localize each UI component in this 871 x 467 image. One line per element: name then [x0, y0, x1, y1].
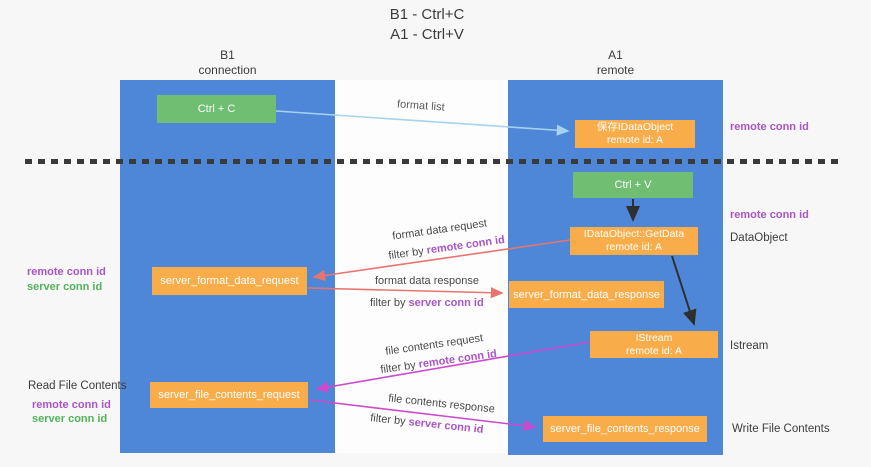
left-server-conn-id-label-2: server conn id: [32, 413, 108, 425]
node-server-file-contents-response: server_file_contents_response: [543, 416, 707, 442]
node-server-file-contents-request: server_file_contents_request: [150, 382, 308, 408]
node-server-format-data-response: server_format_data_response: [509, 281, 664, 308]
write-file-contents-label: Write File Contents: [732, 423, 830, 435]
format-data-response-label: format data response: [375, 275, 479, 287]
lane-a1-name: A1: [608, 48, 623, 62]
server-format-data-request-label: server_format_data_request: [160, 275, 299, 287]
node-istream: IStream remote id: A: [590, 331, 718, 358]
right-remote-conn-id-mid: remote conn id: [730, 209, 809, 221]
lane-b1-name: B1: [220, 48, 235, 62]
dashed-separator-line: [25, 159, 838, 164]
diagram-title-line1: B1 - Ctrl+C: [389, 6, 465, 23]
diagram-title-line2: A1 - Ctrl+V: [390, 26, 464, 43]
node-getdata: IDataObject::GetData remote id: A: [570, 227, 698, 255]
lane-a1-role: remote: [596, 63, 635, 77]
node-ctrl-v: Ctrl + V: [573, 172, 693, 198]
server-conn-id-key: server conn id: [408, 297, 484, 309]
ctrl-c-label: Ctrl + C: [197, 103, 236, 115]
left-remote-conn-id-label-2: remote conn id: [32, 399, 111, 411]
istream-line1: IStream: [635, 331, 673, 344]
right-remote-conn-id-top: remote conn id: [730, 121, 809, 133]
dataobject-label: DataObject: [730, 232, 788, 244]
filter-by-text: filter by: [370, 297, 406, 309]
read-file-contents-label: Read File Contents: [28, 380, 127, 392]
node-ctrl-c: Ctrl + C: [157, 95, 276, 123]
lane-b1-role: connection: [198, 63, 257, 77]
save-dataobject-line2: remote id: A: [606, 134, 664, 146]
left-server-conn-id-label: server conn id: [27, 281, 103, 293]
istream-side-label: Istream: [730, 340, 769, 352]
save-dataobject-line1: 保存IDataObject: [596, 121, 674, 133]
getdata-line1: IDataObject::GetData: [583, 228, 685, 240]
node-save-dataobject: 保存IDataObject remote id: A: [575, 120, 695, 148]
left-remote-conn-id-label: remote conn id: [27, 266, 106, 278]
server-file-contents-request-label: server_file_contents_request: [158, 389, 300, 401]
getdata-line2: remote id: A: [605, 241, 663, 253]
node-server-format-data-request: server_format_data_request: [152, 267, 307, 295]
ctrl-v-label: Ctrl + V: [614, 179, 652, 191]
istream-line2: remote id: A: [625, 344, 683, 357]
server-file-contents-response-label: server_file_contents_response: [550, 423, 700, 435]
server-format-data-response-label: server_format_data_response: [513, 288, 660, 301]
